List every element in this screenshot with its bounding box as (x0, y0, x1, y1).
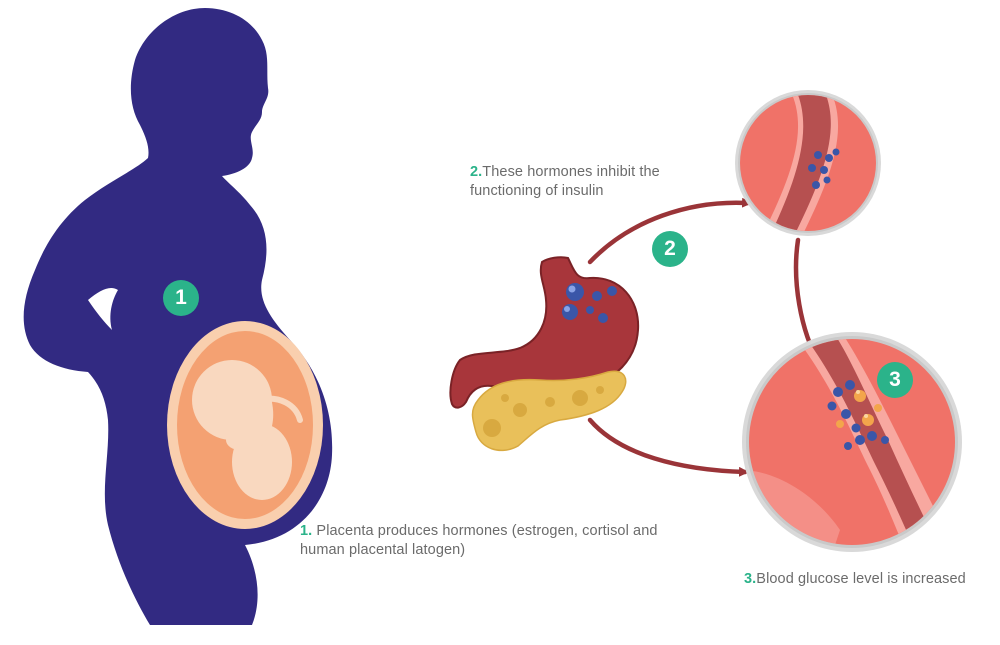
blood-vessel-lens-top (735, 90, 881, 236)
pregnant-woman-silhouette-icon (23, 8, 333, 625)
pancreas-icon (471, 370, 627, 452)
arrow-pancreas-to-increase (587, 417, 749, 477)
arrow-stomach-to-vessel (587, 197, 752, 265)
step-2-badge: 2 (652, 231, 688, 267)
step-2-caption-number: 2. (470, 164, 483, 180)
step-1-caption-text: Placenta produces hormones (estrogen, co… (300, 523, 658, 558)
step-1-caption-number: 1. (300, 523, 313, 539)
step-3-caption-number: 3. (744, 571, 757, 587)
stomach-icon (449, 256, 640, 409)
step-3-caption-text: Blood glucose level is increased (756, 571, 966, 587)
step-1-caption: 1. Placenta produces hormones (estrogen,… (300, 522, 660, 560)
womb-icon (167, 321, 323, 529)
blood-vessel-lens-bottom (742, 332, 962, 552)
fetus-icon (192, 360, 303, 500)
step-3-badge: 3 (877, 362, 913, 398)
step-3-caption: 3.Blood glucose level is increased (744, 570, 999, 589)
step-1-badge: 1 (163, 280, 199, 316)
step-2-caption: 2.These hormones inhibit the functioning… (470, 163, 710, 201)
hormone-molecules (562, 283, 617, 323)
step-2-caption-text: These hormones inhibit the functioning o… (470, 164, 660, 199)
